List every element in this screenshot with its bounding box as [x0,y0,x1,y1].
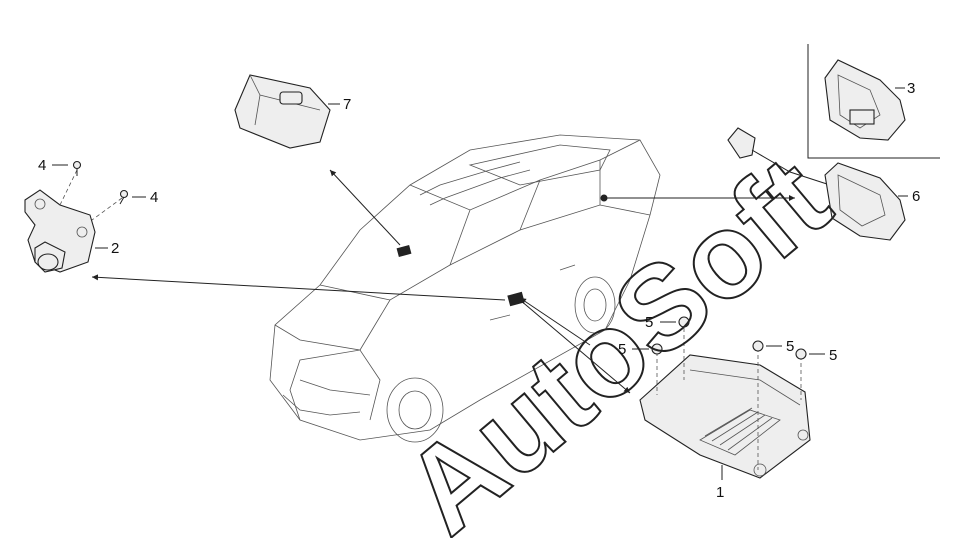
part-6-camera-cable [727,127,908,241]
callout-4-upper: 4 [38,157,46,174]
part-2-camera [24,160,146,273]
callout-5-a: 5 [645,314,653,331]
callout-3: 3 [907,80,915,97]
part-3-inset [807,44,940,159]
part-7-module [234,74,340,149]
callout-5-c: 5 [786,338,794,355]
callout-5-d: 5 [829,347,837,364]
part-1-control-unit [632,316,825,480]
callout-6: 6 [912,188,920,205]
callout-4-lower: 4 [150,189,158,206]
callout-1: 1 [716,484,724,501]
callout-5-b: 5 [618,341,626,358]
pointer-arrows [91,169,795,394]
callout-2: 2 [111,240,119,257]
vehicle-outline [269,134,661,443]
callout-7: 7 [343,96,351,113]
watermark-text: AutoSoft [380,131,854,538]
